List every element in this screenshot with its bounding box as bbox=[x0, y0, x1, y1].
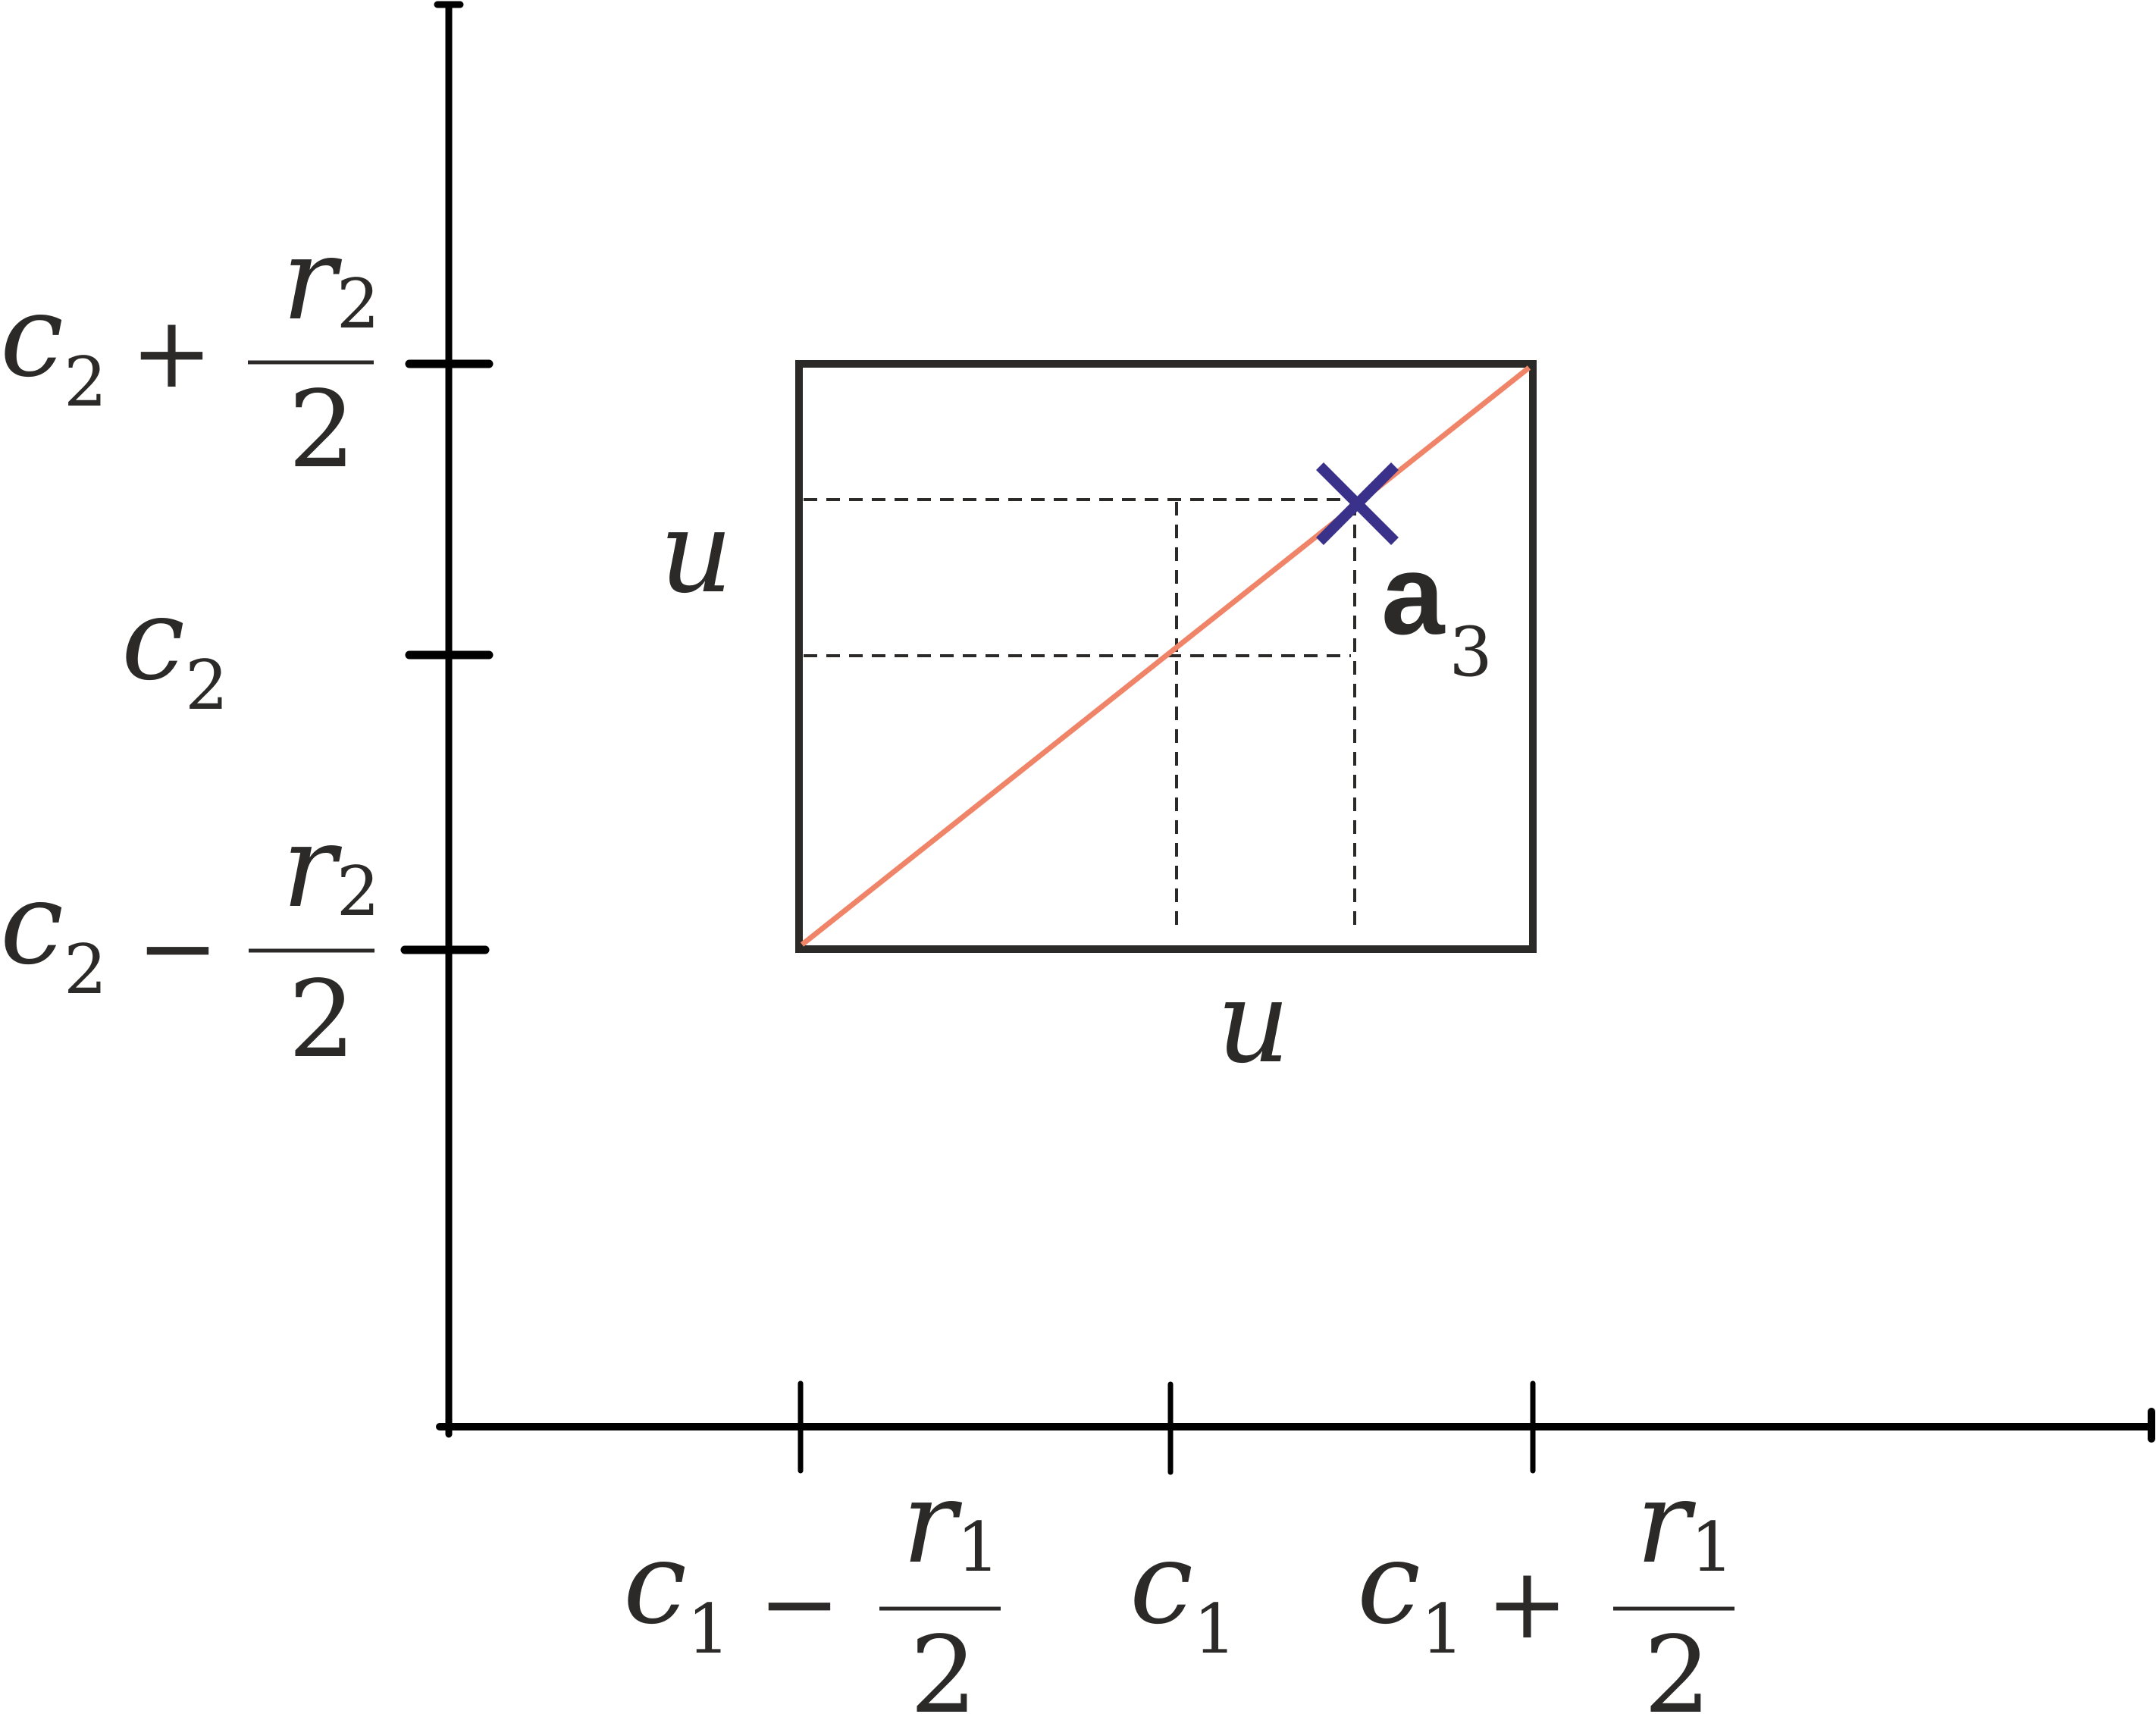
point-marker-icon bbox=[1316, 462, 1399, 545]
svg-text:r2: r2 bbox=[282, 801, 380, 933]
svg-text:+: + bbox=[1486, 1546, 1568, 1661]
svg-text:c1: c1 bbox=[623, 1518, 730, 1669]
diagonal-line bbox=[800, 365, 1531, 947]
svg-text:2: 2 bbox=[910, 1614, 977, 1714]
x-tick-label-right: c1 + r1 2 bbox=[1357, 1457, 1735, 1714]
x-axis bbox=[436, 1380, 2155, 1475]
x-tick-label-left: c1 − r1 2 bbox=[623, 1457, 1001, 1714]
y-tick-label-top: c2 + r2 2 bbox=[0, 214, 380, 492]
y-tick-label-mid: c2 bbox=[121, 574, 228, 725]
svg-text:2: 2 bbox=[1644, 1614, 1711, 1714]
box-height-label: u bbox=[660, 487, 733, 619]
dashed-guides bbox=[804, 498, 1356, 925]
svg-text:r1: r1 bbox=[902, 1457, 1000, 1589]
svg-text:c1: c1 bbox=[1130, 1518, 1236, 1669]
svg-text:c2: c2 bbox=[121, 574, 228, 725]
svg-text:−: − bbox=[758, 1546, 841, 1661]
svg-text:c2: c2 bbox=[0, 858, 107, 1010]
svg-text:+: + bbox=[130, 295, 213, 410]
svg-text:r1: r1 bbox=[1636, 1457, 1734, 1589]
svg-text:c2: c2 bbox=[0, 271, 107, 422]
svg-text:−: − bbox=[136, 890, 219, 1005]
x-tick-label-mid: c1 bbox=[1130, 1518, 1236, 1669]
y-axis bbox=[400, 1, 494, 1438]
svg-text:2: 2 bbox=[288, 958, 356, 1082]
box-width-label: u bbox=[1217, 957, 1290, 1089]
point-label: a3 bbox=[1381, 531, 1493, 692]
svg-text:r2: r2 bbox=[282, 214, 380, 346]
y-tick-label-bottom: c2 − r2 2 bbox=[0, 801, 380, 1082]
svg-text:c1: c1 bbox=[1357, 1518, 1464, 1669]
uncertainty-box bbox=[795, 360, 1537, 953]
svg-text:2: 2 bbox=[288, 368, 356, 492]
